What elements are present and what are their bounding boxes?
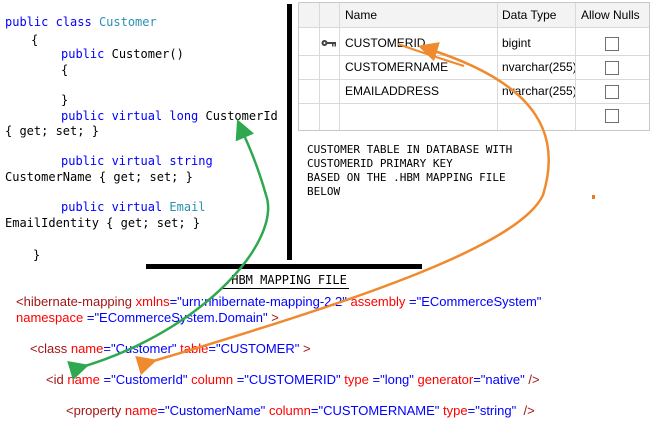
code-line-ctor-open: { — [61, 63, 69, 77]
allow-nulls-checkbox[interactable] — [605, 109, 619, 123]
data-type-cell[interactable]: bigint — [502, 36, 531, 50]
allow-nulls-checkbox[interactable] — [605, 61, 619, 75]
green-arrow — [67, 119, 270, 381]
column-header-data-type[interactable]: Data Type — [502, 8, 557, 22]
allow-nulls-checkbox[interactable] — [605, 37, 619, 51]
table-header-row: Name Data Type Allow Nulls — [299, 3, 649, 28]
code-line-class-declaration: public class Customer — [5, 15, 157, 29]
xml-line-property: <property name="CustomerName" column="CU… — [66, 403, 535, 418]
code-line-close-brace: } — [33, 248, 41, 262]
orange-arrow — [135, 42, 550, 376]
column-header-allow-nulls[interactable]: Allow Nulls — [581, 8, 640, 22]
orange-arrow-branch — [397, 43, 465, 67]
data-type-cell[interactable]: nvarchar(255) — [502, 84, 577, 98]
table-row-empty[interactable] — [299, 103, 649, 127]
stray-orange-mark — [592, 195, 595, 199]
code-line-open-brace: { — [31, 33, 39, 47]
allow-nulls-checkbox[interactable] — [605, 85, 619, 99]
code-line-ctor-close: } — [61, 93, 69, 107]
column-separator — [497, 3, 498, 130]
column-header-name[interactable]: Name — [345, 8, 378, 22]
column-separator — [575, 3, 576, 130]
data-type-cell[interactable]: nvarchar(255) — [502, 60, 577, 74]
